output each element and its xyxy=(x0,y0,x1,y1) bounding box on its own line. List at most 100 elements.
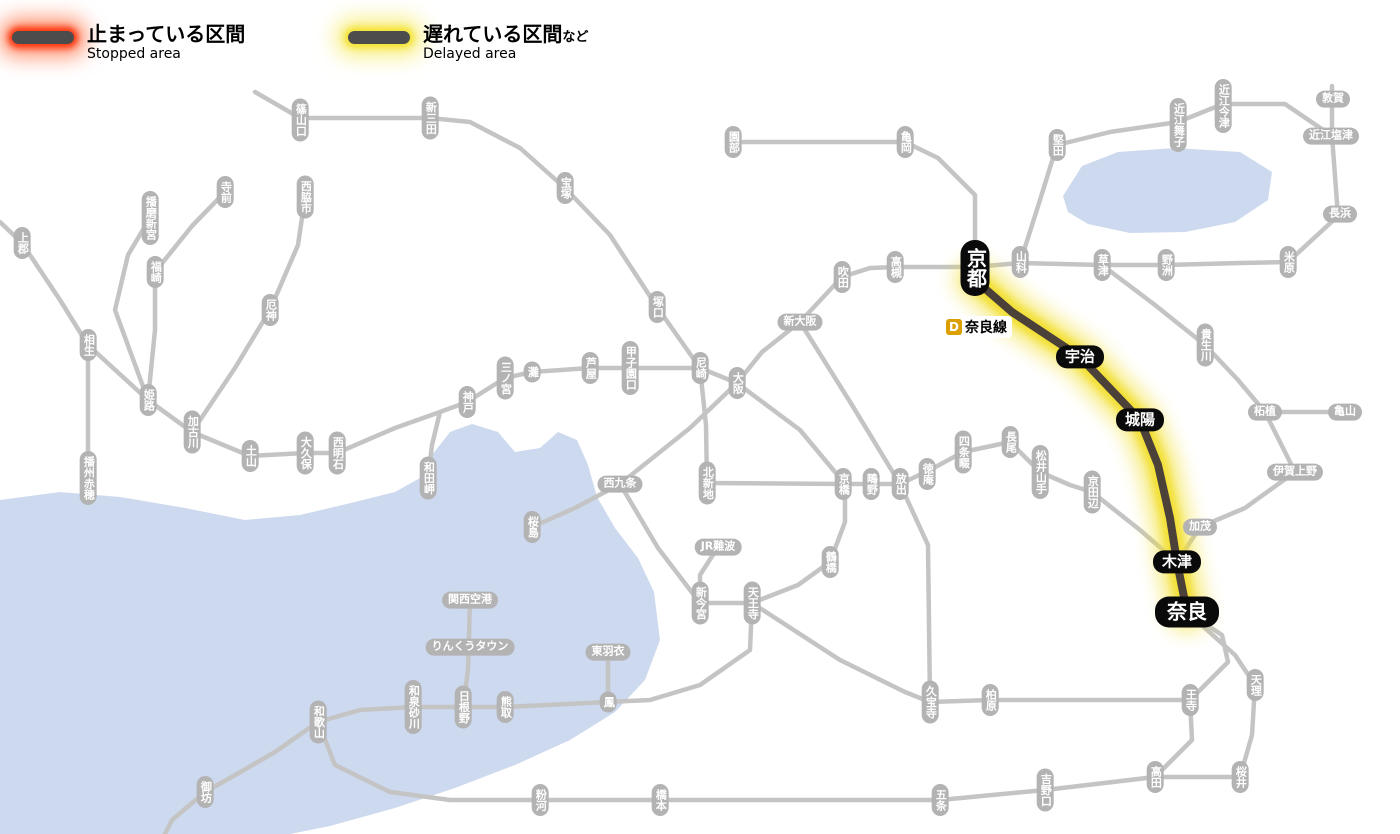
rail-line xyxy=(162,719,321,834)
station-pill: 亀岡 xyxy=(896,126,914,158)
station-pill: 木津 xyxy=(1152,550,1202,574)
station-pill: 山科 xyxy=(1011,246,1029,278)
rail-line xyxy=(749,600,1193,705)
station-pill: 敦賀 xyxy=(1316,90,1350,108)
station-pill: 吉野口 xyxy=(1036,768,1054,812)
rail-line xyxy=(842,439,1180,565)
legend-delayed: 遅れている区間など Delayed area xyxy=(348,22,588,63)
water-region xyxy=(0,424,660,834)
station-pill: 桜島 xyxy=(523,511,541,543)
rail-line xyxy=(697,365,848,487)
station-pill: 粉河 xyxy=(531,784,549,816)
legend-stopped: 止まっている区間 Stopped area xyxy=(12,22,245,63)
station-pill: 橋本 xyxy=(651,784,669,816)
station-pill: 姫路 xyxy=(139,384,157,416)
station-pill: 西九条 xyxy=(597,475,643,493)
station-pill: 西明石 xyxy=(328,431,346,475)
station-pill: 近江塩津 xyxy=(1303,127,1359,145)
rail-line xyxy=(1017,101,1335,266)
station-pill: 桜井 xyxy=(1231,761,1249,793)
station-pill: 加茂 xyxy=(1183,518,1217,536)
station-pill: 王寺 xyxy=(1181,684,1199,716)
station-pill: 加古川 xyxy=(183,410,201,454)
legend-stopped-sublabel: Stopped area xyxy=(87,46,181,62)
station-pill: 大久保 xyxy=(296,431,314,475)
rail-line xyxy=(145,189,228,403)
station-pill: 長尾 xyxy=(1001,426,1019,458)
station-pill: 東羽衣 xyxy=(585,643,631,661)
delayed-line-sample xyxy=(348,31,410,44)
legend-delayed-sublabel: Delayed area xyxy=(423,46,517,62)
station-pill: 甲子園口 xyxy=(621,341,639,395)
stopped-line-sample xyxy=(12,31,74,44)
station-pill: JR難波 xyxy=(694,538,742,556)
legend-stopped-label-text: 止まっている区間 xyxy=(87,22,246,46)
station-pill: 新今宮 xyxy=(691,581,709,625)
station-pill: 日根野 xyxy=(454,685,472,729)
station-pill: 厄神 xyxy=(261,294,279,326)
station-pill: 米原 xyxy=(1279,246,1297,278)
station-pill: 近江舞子 xyxy=(1169,98,1187,152)
station-pill: 柏原 xyxy=(981,684,999,716)
station-pill: 土山 xyxy=(241,440,259,472)
legend-stopped-label: 止まっている区間 xyxy=(87,22,245,46)
rail-line xyxy=(252,89,703,371)
station-pill: 奈良 xyxy=(1155,596,1219,628)
water-region xyxy=(1063,148,1272,233)
station-pill: 放出 xyxy=(891,468,909,500)
rail-line xyxy=(1174,409,1298,565)
station-pill: 大阪 xyxy=(728,367,746,399)
rail-line xyxy=(617,380,848,606)
legend-stopped-text: 止まっている区間 Stopped area xyxy=(87,22,245,63)
station-pill: 京田辺 xyxy=(1083,470,1101,514)
station-pill: 相生 xyxy=(79,329,97,361)
nara-line-badge: D 奈良線 xyxy=(945,316,1012,338)
rail-line xyxy=(1152,609,1258,780)
station-pill: 寺前 xyxy=(216,176,234,208)
station-pill: 天理 xyxy=(1246,669,1264,701)
station-pill: 堅田 xyxy=(1048,129,1066,161)
station-pill: 鴫野 xyxy=(862,468,880,500)
rail-line xyxy=(315,719,1158,803)
station-pill: りんくうタウン xyxy=(425,638,515,656)
station-pill: 新三田 xyxy=(421,96,439,140)
legend-delayed-label: 遅れている区間など xyxy=(423,22,588,46)
station-pill: 亀山 xyxy=(1328,403,1362,421)
station-pill: 三ノ宮 xyxy=(496,356,514,400)
station-pill: 北新地 xyxy=(698,461,716,505)
station-pill: 城陽 xyxy=(1115,408,1165,432)
station-pill: 播磨新宮 xyxy=(141,191,159,245)
nara-line-badge-label: 奈良線 xyxy=(965,320,1007,336)
station-pill: 神戸 xyxy=(458,386,476,418)
station-pill: 福崎 xyxy=(146,256,164,288)
station-pill: 宇治 xyxy=(1055,345,1105,369)
legend-delayed-text: 遅れている区間など Delayed area xyxy=(423,22,588,63)
line-symbol-d-icon: D xyxy=(946,319,962,335)
station-pill: 京橋 xyxy=(834,468,852,500)
station-pill: 五条 xyxy=(931,784,949,816)
rail-line xyxy=(0,219,91,348)
station-pill: 塚口 xyxy=(648,291,666,323)
station-pill: 芦屋 xyxy=(581,352,599,384)
station-pill: 松井山手 xyxy=(1031,445,1049,499)
station-pill: 上郡 xyxy=(13,227,31,259)
station-pill: 久宝寺 xyxy=(921,680,939,724)
station-pill: 近江今津 xyxy=(1214,79,1232,133)
station-pill: 高田 xyxy=(1146,761,1164,793)
legend-delayed-label-suffix: など xyxy=(562,30,589,45)
station-pill: 貴生川 xyxy=(1196,323,1214,367)
station-pill: 和田岬 xyxy=(419,456,437,500)
station-pill: 和歌山 xyxy=(309,700,327,744)
station-pill: 柘植 xyxy=(1248,403,1282,421)
station-pill: 新大阪 xyxy=(777,313,823,331)
station-pill: 伊賀上野 xyxy=(1267,463,1323,481)
station-pill: 野洲 xyxy=(1157,249,1175,281)
station-pill: 天王寺 xyxy=(743,581,761,625)
rail-line xyxy=(730,139,978,270)
rail-line xyxy=(112,215,153,403)
station-pill: 高槻 xyxy=(886,251,904,283)
station-pill: 徳庵 xyxy=(918,458,936,490)
station-pill: 四条畷 xyxy=(954,430,972,474)
station-pill: 灘 xyxy=(523,361,541,383)
